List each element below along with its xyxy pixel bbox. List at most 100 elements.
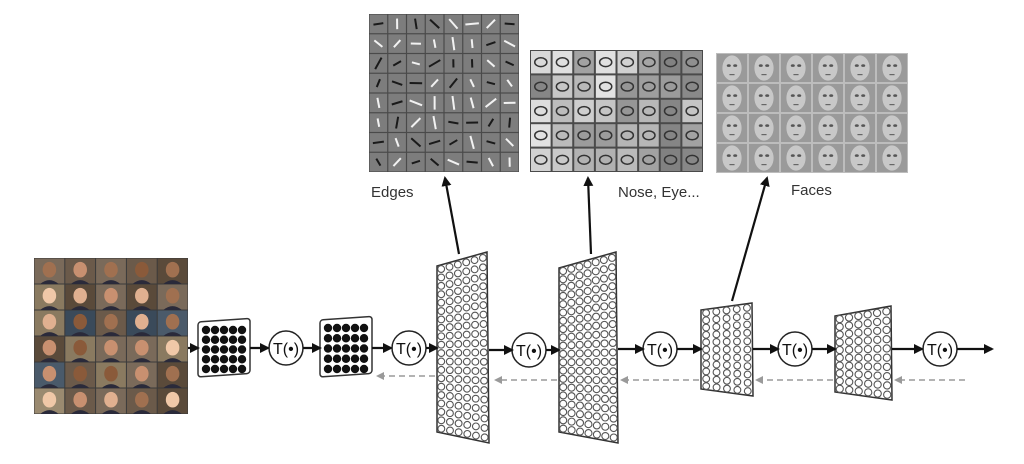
part-cell bbox=[639, 100, 659, 122]
face-template bbox=[882, 115, 901, 140]
face-photo-grid bbox=[34, 258, 188, 414]
transform-node: T(•) bbox=[778, 332, 812, 366]
photo-face bbox=[73, 314, 87, 330]
face-eye bbox=[733, 124, 737, 127]
neuron-dot bbox=[238, 355, 246, 363]
part-cell bbox=[639, 149, 659, 171]
photo-face bbox=[73, 340, 87, 356]
photo-face bbox=[135, 314, 149, 330]
neuron-dot bbox=[238, 365, 246, 373]
photo-face bbox=[43, 340, 57, 356]
neuron-dot bbox=[229, 345, 237, 353]
neuron-dot bbox=[238, 336, 246, 344]
transform-node: T(•) bbox=[392, 331, 426, 365]
face-eye bbox=[861, 64, 865, 67]
face-template bbox=[818, 115, 837, 140]
face-eye bbox=[797, 154, 801, 157]
neuron-dot bbox=[333, 355, 341, 363]
neuron-dot bbox=[211, 326, 219, 334]
face-template bbox=[818, 85, 837, 110]
face-eye bbox=[797, 64, 801, 67]
layer-5 bbox=[701, 303, 753, 396]
face-eye bbox=[893, 154, 897, 157]
neuron-dot bbox=[202, 345, 210, 353]
layer-plate bbox=[701, 303, 753, 396]
neuron-dot bbox=[360, 365, 368, 373]
face-eye bbox=[797, 124, 801, 127]
part-cell bbox=[618, 51, 638, 73]
part-cell bbox=[682, 51, 702, 73]
part-cell bbox=[639, 51, 659, 73]
face-eye bbox=[759, 154, 763, 157]
face-eye bbox=[759, 64, 763, 67]
face-eye bbox=[855, 154, 859, 157]
face-template bbox=[754, 55, 773, 80]
part-cell bbox=[574, 124, 594, 146]
edge-stroke bbox=[465, 23, 478, 24]
face-template bbox=[722, 85, 741, 110]
part-cell bbox=[661, 51, 681, 73]
photo-face bbox=[73, 366, 87, 382]
face-template bbox=[882, 55, 901, 80]
neuron-dot bbox=[333, 324, 341, 332]
part-cell bbox=[574, 149, 594, 171]
part-cell bbox=[661, 75, 681, 97]
neuron-dot bbox=[220, 345, 228, 353]
neuron-dot bbox=[333, 334, 341, 342]
transform-label: T(•) bbox=[396, 341, 422, 358]
part-cell bbox=[596, 51, 616, 73]
neuron-dot bbox=[342, 365, 350, 373]
face-eye bbox=[861, 94, 865, 97]
face-eye bbox=[727, 154, 731, 157]
photo-face bbox=[135, 262, 149, 278]
part-cell bbox=[639, 75, 659, 97]
face-eye bbox=[861, 124, 865, 127]
neuron-dot bbox=[229, 326, 237, 334]
face-template bbox=[786, 55, 805, 80]
neuron-dot bbox=[324, 334, 332, 342]
face-template bbox=[722, 115, 741, 140]
part-cell bbox=[618, 100, 638, 122]
photo-face bbox=[166, 314, 180, 330]
face-eye bbox=[823, 94, 827, 97]
part-cell bbox=[553, 51, 573, 73]
face-eye bbox=[765, 154, 769, 157]
edges-label: Edges bbox=[371, 184, 414, 201]
face-template bbox=[818, 55, 837, 80]
face-template bbox=[786, 115, 805, 140]
photo-face bbox=[43, 262, 57, 278]
parts-label: Nose, Eye... bbox=[618, 184, 700, 201]
part-cell bbox=[574, 51, 594, 73]
layer-3 bbox=[437, 252, 489, 443]
neuron-dot bbox=[324, 324, 332, 332]
neuron-dot bbox=[360, 334, 368, 342]
part-cell bbox=[596, 124, 616, 146]
face-template bbox=[722, 145, 741, 170]
part-cell bbox=[618, 149, 638, 171]
photo-face bbox=[104, 288, 118, 304]
face-eye bbox=[823, 64, 827, 67]
photo-face bbox=[73, 288, 87, 304]
photo-face bbox=[43, 366, 57, 382]
face-eye bbox=[887, 124, 891, 127]
neuron-dot bbox=[220, 355, 228, 363]
face-eye bbox=[765, 94, 769, 97]
photo-face bbox=[166, 340, 180, 356]
neuron-dot bbox=[333, 365, 341, 373]
face-eye bbox=[791, 94, 795, 97]
photo-face bbox=[166, 366, 180, 382]
face-template bbox=[850, 85, 869, 110]
neuron-dot bbox=[229, 365, 237, 373]
edge-stroke bbox=[373, 23, 383, 24]
neuron-dot bbox=[202, 326, 210, 334]
face-eye bbox=[893, 94, 897, 97]
face-eye bbox=[733, 154, 737, 157]
transform-label: T(•) bbox=[516, 343, 542, 360]
face-eye bbox=[727, 94, 731, 97]
neuron-dot bbox=[211, 355, 219, 363]
face-eye bbox=[759, 124, 763, 127]
photo-face bbox=[43, 288, 57, 304]
neuron-dot bbox=[229, 355, 237, 363]
layer-2 bbox=[320, 316, 372, 377]
face-eye bbox=[765, 64, 769, 67]
